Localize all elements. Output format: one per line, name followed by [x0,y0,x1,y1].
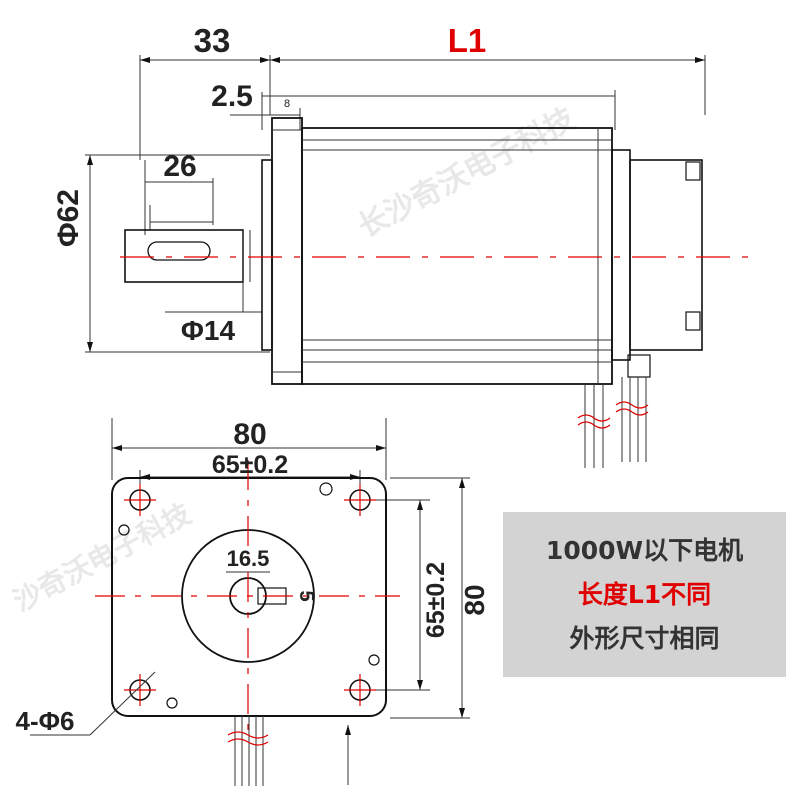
dim-2-5: 2.5 [211,80,253,113]
note-box: 1000W以下电机 长度L1不同 外形尺寸相同 [503,512,786,677]
dim-26: 26 [163,150,196,183]
dim-phi14: Φ14 [181,315,236,346]
dim-80-height: 80 [459,584,490,615]
dim-l1: L1 [448,22,487,59]
side-view: 33 L1 2.5 8 26 Φ62 Φ14 [52,22,760,468]
dim-80-width: 80 [233,418,266,451]
watermark-main: 长沙奇沃电子科技 [352,101,580,245]
watermark-front: 沙奇沃电子科技 [8,497,197,618]
note-line-1: 1000W以下电机 [545,535,744,565]
dim-phi62: Φ62 [52,189,85,247]
dim-8: 8 [284,98,290,110]
dim-4-phi6: 4-Φ6 [16,706,75,736]
dim-65-vertical: 65±0.2 [422,562,450,638]
note-line-3: 外形尺寸相同 [569,623,720,653]
dim-33: 33 [194,22,231,59]
front-view: 80 65±0.2 65±0.2 80 16.5 5 4-Φ6 [16,418,490,786]
dim-65-horizontal: 65±0.2 [212,451,288,479]
dim-16-5: 16.5 [227,546,270,571]
dim-5: 5 [295,590,317,601]
note-line-2: 长度L1不同 [577,579,712,609]
